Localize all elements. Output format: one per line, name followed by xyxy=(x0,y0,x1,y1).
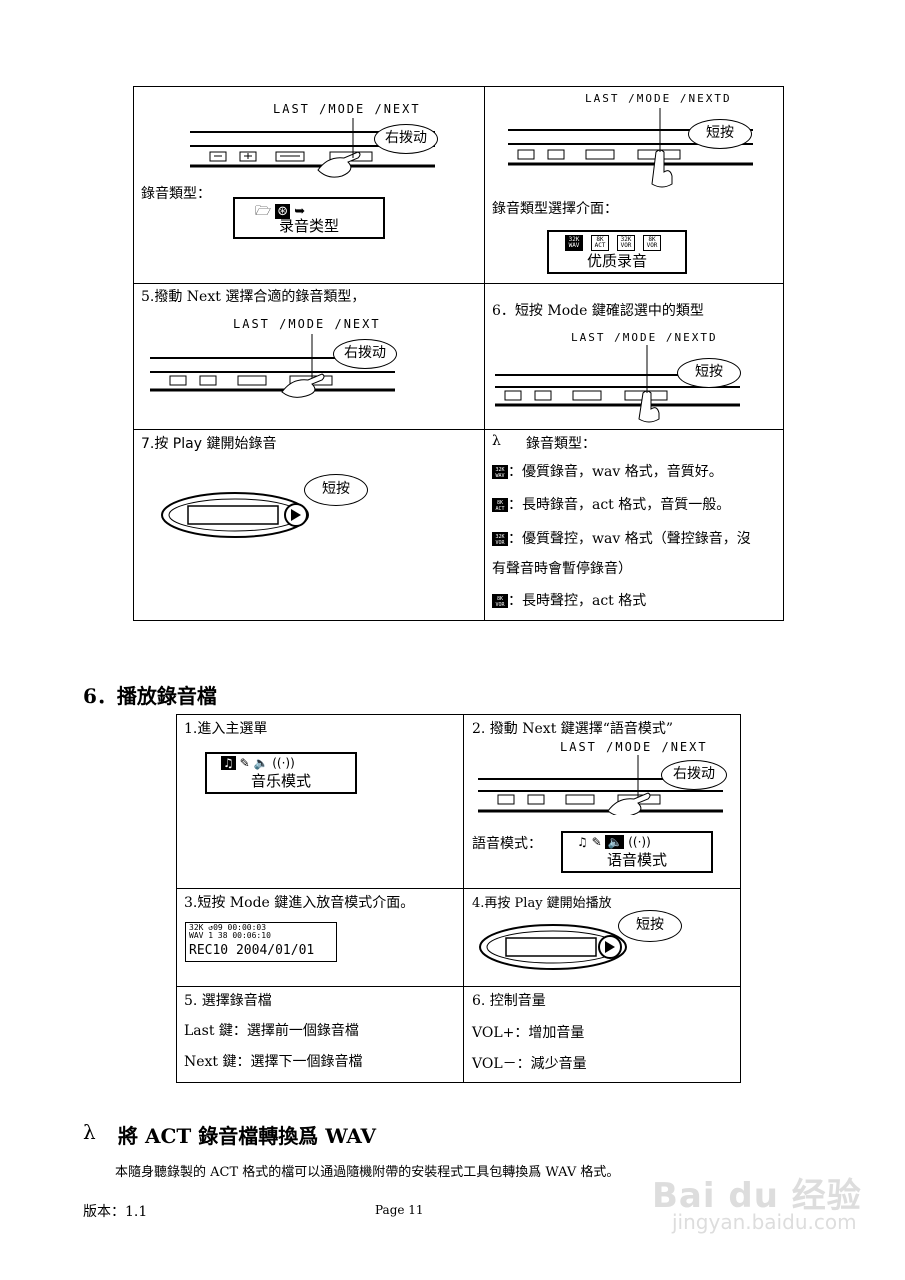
step-title: 6. 控制音量 xyxy=(472,993,546,1009)
lcd-text: 录音类型 xyxy=(278,217,339,235)
player-device-diagram xyxy=(479,924,627,970)
step-title: 1.進入主選單 xyxy=(184,721,268,737)
watermark-url: jingyan.baidu.com xyxy=(672,1210,857,1234)
lcd-menu-icons: ♫ ✎ 🔈 ((·)) xyxy=(221,756,295,770)
lcd-menu-icons: 🗁 ⊛ ➥ xyxy=(255,204,306,219)
action-bubble: 短按 xyxy=(688,119,752,149)
lcd-status-line: 32K ↺09 00:00:03 WAV 1 38 00:06:10 xyxy=(189,923,271,940)
bullet-symbol: λ xyxy=(492,433,501,449)
footer-version: 版本：1.1 xyxy=(83,1204,148,1220)
lcd-screen: ♫ ✎ 🔈 ((·)) 音乐模式 xyxy=(205,752,357,794)
list-item: Next 鍵：選擇下一個錄音檔 xyxy=(184,1054,363,1070)
lcd-text: 音乐模式 xyxy=(250,772,311,790)
caption: 錄音類型選擇介面： xyxy=(492,201,618,217)
list-item: 有聲音時會暫停錄音） xyxy=(492,561,632,577)
table1-r3c2 xyxy=(484,429,784,621)
step-title: 2. 撥動 Next 鍵選擇“語音模式” xyxy=(472,721,674,737)
action-bubble: 右拨动 xyxy=(333,339,397,369)
lcd-menu-icons: ♫ ✎ 🔈 ((·)) xyxy=(577,835,651,849)
section-heading: 將 ACT 錄音檔轉換爲 WAV xyxy=(118,1124,376,1148)
step-title: 3.短按 Mode 鍵進入放音模式介面。 xyxy=(184,895,415,911)
action-bubble: 短按 xyxy=(304,474,368,506)
device-button-label: LAST /MODE /NEXT xyxy=(233,317,381,331)
caption: 語音模式： xyxy=(472,836,542,852)
action-bubble: 短按 xyxy=(677,358,741,388)
action-bubble: 右拨动 xyxy=(661,760,727,790)
action-bubble: 短按 xyxy=(618,910,682,942)
table2-r1c1 xyxy=(176,714,464,889)
lcd-screen: 🗁 ⊛ ➥ 录音类型 xyxy=(233,197,385,239)
lcd-text: 优质录音 xyxy=(586,252,647,270)
list-heading: 錄音類型： xyxy=(526,436,596,452)
caption: 錄音類型： xyxy=(141,186,211,202)
footer-page-number: Page 11 xyxy=(375,1203,424,1217)
table2-r3c2 xyxy=(463,986,741,1083)
step-title: 6．短按 Mode 鍵確認選中的類型 xyxy=(492,303,704,319)
watermark-logo: Bai du 经验 xyxy=(652,1176,862,1216)
lcd-screen: ♫ ✎ 🔈 ((·)) 语音模式 xyxy=(561,831,713,873)
lcd-file-line: REC10 2004/01/01 xyxy=(189,943,315,958)
list-item: VOL+：增加音量 xyxy=(472,1025,585,1041)
device-button-label: LAST /MODE /NEXT xyxy=(560,740,708,754)
lcd-screen: 32K ↺09 00:00:03 WAV 1 38 00:06:10 REC10… xyxy=(185,922,337,962)
device-button-label: LAST /MODE /NEXT xyxy=(273,102,421,116)
list-item: Last 鍵：選擇前一個錄音檔 xyxy=(184,1023,359,1039)
step-title: 7.按 Play 鍵開始錄音 xyxy=(141,436,277,452)
step-title: 5.撥動 Next 選擇合適的錄音類型， xyxy=(141,289,366,305)
device-button-label: LAST /MODE /NEXTD xyxy=(585,92,732,105)
action-bubble: 右拨动 xyxy=(374,124,438,154)
step-title: 4.再按 Play 鍵開始播放 xyxy=(472,896,612,911)
device-button-label: LAST /MODE /NEXTD xyxy=(571,331,718,344)
lcd-text: 语音模式 xyxy=(606,851,667,869)
step-title: 5. 選擇錄音檔 xyxy=(184,993,272,1009)
player-device-diagram xyxy=(161,492,309,538)
list-item: VOL－：減少音量 xyxy=(472,1056,587,1072)
bullet-symbol: λ xyxy=(83,1120,96,1144)
section-heading: 6．播放錄音檔 xyxy=(83,684,217,708)
body-paragraph: 本隨身聽錄製的 ACT 格式的檔可以通過隨機附帶的安裝程式工具包轉換爲 WAV … xyxy=(115,1165,620,1180)
